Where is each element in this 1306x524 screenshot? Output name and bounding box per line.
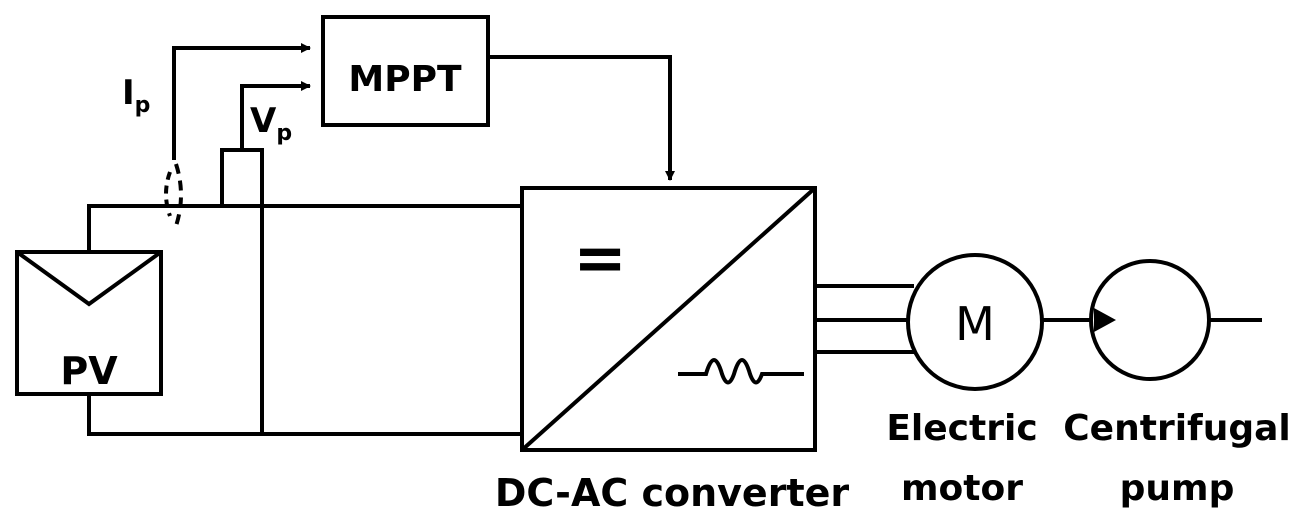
voltage-signal-line (240, 81, 311, 150)
centrifugal-pump: Centrifugal pump (1063, 259, 1291, 509)
dc-bus-wiring (87, 204, 522, 436)
pump-inlet-arrow (1094, 308, 1116, 332)
motor-caption-line2: motor (901, 468, 1023, 509)
current-label: Ip (122, 73, 150, 118)
electric-motor: M Electric motor (886, 253, 1044, 509)
pv-panel: PV (15, 250, 163, 396)
converter-caption: DC-AC converter (495, 471, 850, 515)
mppt-block: MPPT (321, 15, 675, 181)
voltage-sensor: Vp (220, 81, 311, 208)
current-signal-line (172, 43, 311, 160)
mppt-label: MPPT (348, 59, 462, 100)
dc-symbol: = (573, 222, 627, 296)
pump-caption-line1: Centrifugal (1063, 408, 1290, 449)
current-sensor: Ip (122, 43, 311, 227)
ac-sine-icon (678, 358, 804, 385)
voltage-label: Vp (250, 101, 292, 146)
motor-symbol: M (955, 297, 995, 351)
pump-caption-line2: pump (1120, 468, 1235, 509)
three-phase-lines (815, 284, 914, 354)
dc-positive-line (87, 204, 522, 252)
pv-label: PV (60, 349, 118, 393)
dc-negative-line (87, 394, 522, 436)
mppt-control-line (488, 55, 675, 181)
dc-ac-converter: = DC-AC converter (495, 186, 850, 515)
motor-caption-line1: Electric (886, 408, 1037, 449)
